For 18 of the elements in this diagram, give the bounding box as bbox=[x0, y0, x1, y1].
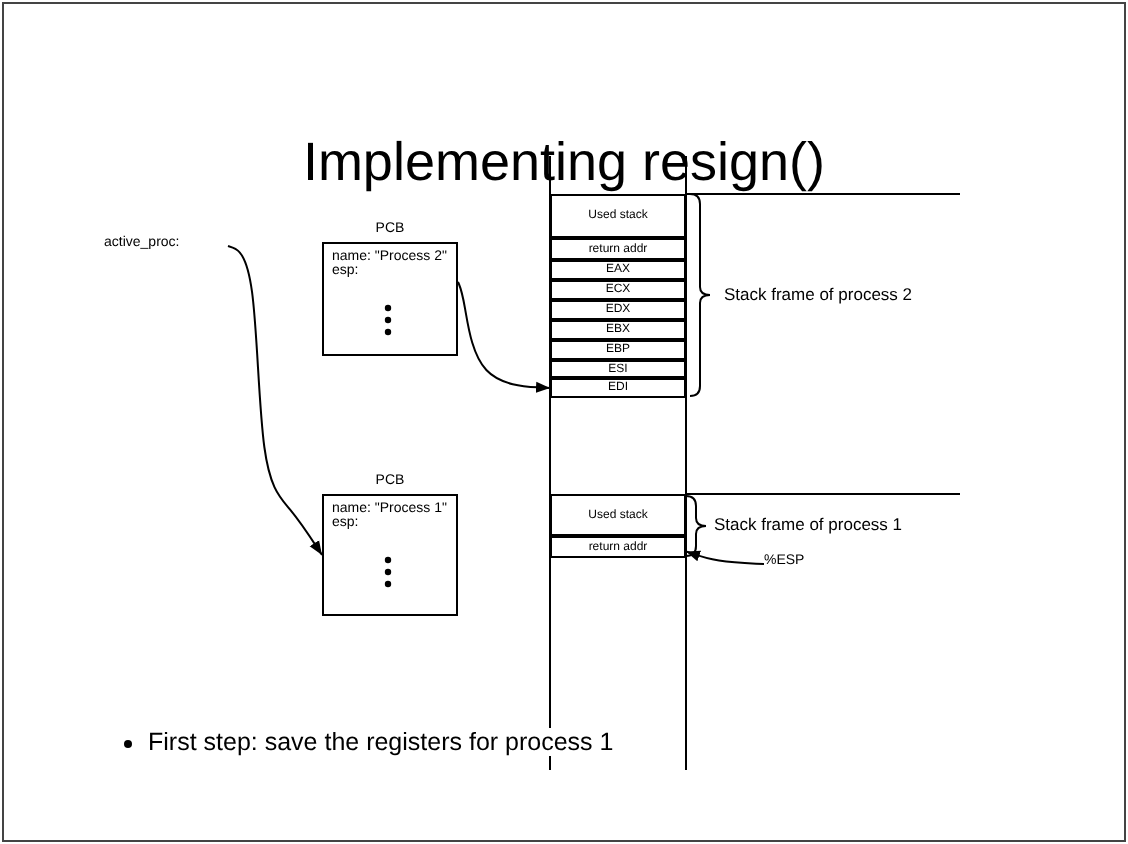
stack-cell bbox=[550, 194, 686, 238]
brace-label: Stack frame of process 2 bbox=[724, 284, 913, 304]
stack-cell bbox=[550, 300, 686, 320]
stack-cell bbox=[550, 536, 686, 558]
arrow bbox=[685, 550, 765, 565]
stack-cell bbox=[550, 238, 686, 260]
stack-cell bbox=[550, 320, 686, 340]
stack-cell bbox=[550, 280, 686, 300]
arrow bbox=[227, 245, 323, 556]
brace-label: Stack frame of process 1 bbox=[714, 514, 903, 534]
arrow bbox=[457, 280, 551, 393]
slide-title: Implementing resign() bbox=[300, 132, 828, 192]
bullet-text: First step: save the registers for process 1 bbox=[148, 728, 614, 756]
stack-cell bbox=[550, 340, 686, 360]
stack-cell bbox=[550, 260, 686, 280]
stack-cell bbox=[550, 360, 686, 378]
stack-cell bbox=[550, 378, 686, 398]
stack-cell bbox=[550, 494, 686, 536]
